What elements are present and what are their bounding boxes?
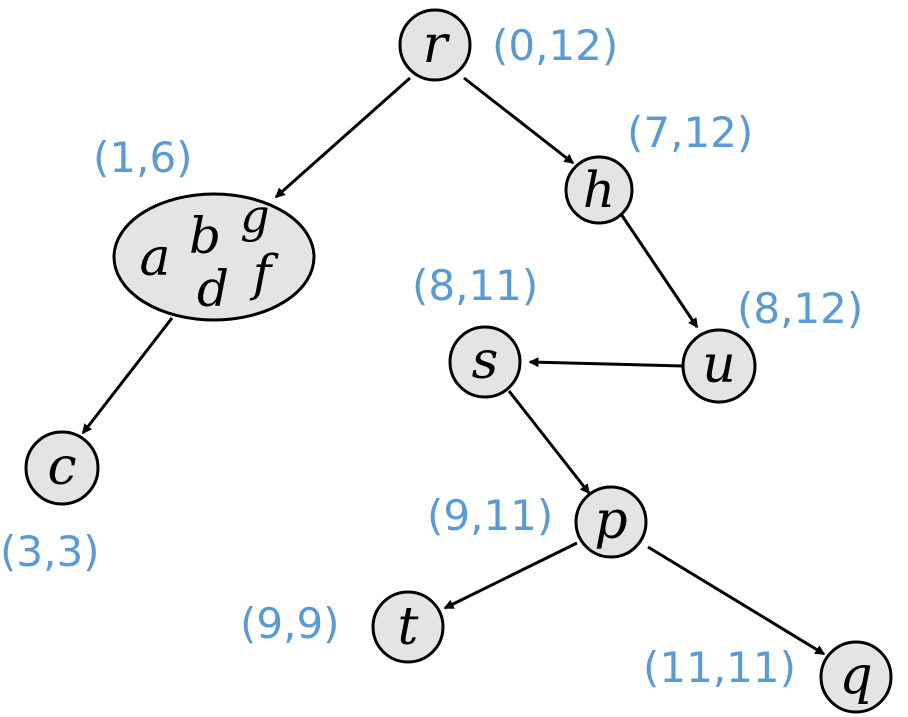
edge-s-p bbox=[507, 390, 591, 495]
node-h-circle bbox=[564, 155, 634, 225]
node-q: q bbox=[819, 640, 893, 714]
node-abdgf-label-a: a bbox=[139, 228, 170, 288]
edge-abdgf-c bbox=[81, 317, 174, 435]
node-s-pair: (8,11) bbox=[412, 261, 538, 310]
node-u: u bbox=[681, 328, 757, 404]
edge-r-abdgf bbox=[274, 76, 411, 199]
node-abdgf-label-g: g bbox=[240, 189, 269, 243]
node-p-label: p bbox=[594, 491, 627, 551]
edge-p-q bbox=[647, 545, 826, 656]
node-r: r bbox=[398, 8, 472, 82]
node-u-circle bbox=[681, 328, 757, 404]
node-p-pair: (9,11) bbox=[427, 491, 553, 540]
node-q-circle bbox=[819, 640, 893, 714]
node-t: t bbox=[371, 590, 445, 664]
node-r-label: r bbox=[423, 15, 451, 75]
node-t-circle bbox=[371, 590, 445, 664]
node-q-label: q bbox=[839, 646, 872, 706]
node-abdgf-label-b: b bbox=[189, 207, 221, 265]
edge-h-u bbox=[619, 213, 699, 329]
node-p-circle bbox=[574, 485, 648, 559]
edge-u-s bbox=[528, 357, 684, 368]
node-c-circle bbox=[24, 430, 100, 506]
node-q-pair: (11,11) bbox=[643, 643, 796, 692]
node-abdgf-pair: (1,6) bbox=[93, 133, 193, 182]
edges bbox=[81, 76, 826, 656]
node-h: h bbox=[564, 155, 634, 225]
node-p: p bbox=[574, 485, 648, 559]
edge-r-h bbox=[463, 76, 575, 165]
node-s: s bbox=[448, 325, 522, 399]
node-h-pair: (7,12) bbox=[627, 108, 753, 157]
node-s-circle bbox=[448, 325, 522, 399]
node-s-label: s bbox=[472, 331, 499, 391]
node-r-pair: (0,12) bbox=[492, 21, 618, 70]
node-c: c bbox=[24, 430, 100, 506]
node-r-circle bbox=[398, 8, 472, 82]
node-c-pair: (3,3) bbox=[0, 527, 100, 576]
edge-p-t bbox=[443, 541, 578, 610]
node-abdgf: a b g d f bbox=[112, 189, 316, 322]
node-h-label: h bbox=[583, 161, 615, 219]
node-c-label: c bbox=[47, 437, 76, 497]
node-u-pair: (8,12) bbox=[737, 284, 863, 333]
node-abdgf-ellipse bbox=[112, 192, 316, 322]
node-t-pair: (9,9) bbox=[240, 599, 340, 648]
node-u-label: u bbox=[702, 335, 736, 395]
node-abdgf-label-d: d bbox=[197, 260, 229, 318]
node-t-label: t bbox=[398, 597, 419, 657]
